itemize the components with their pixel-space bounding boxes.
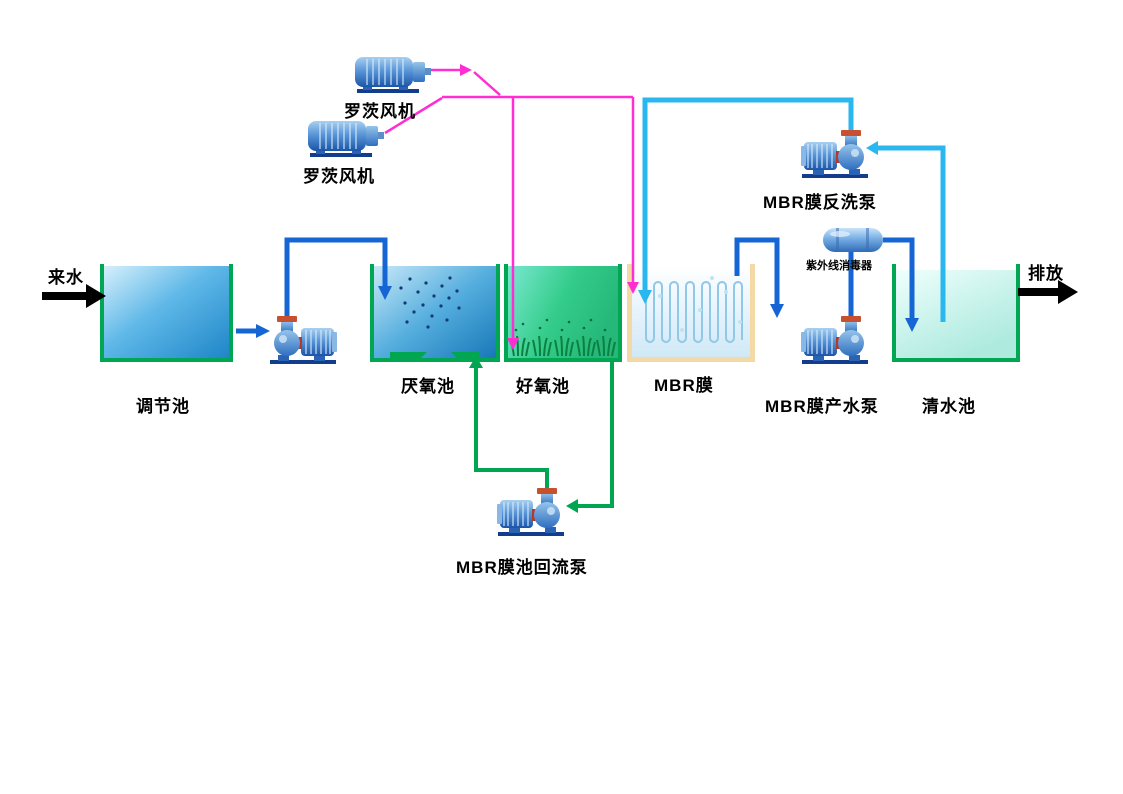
anaerobic-solids-specks: [399, 276, 461, 329]
label-mbr-membrane: MBR膜: [654, 376, 714, 395]
label-regulating-tank: 调节池: [136, 397, 190, 416]
green-return-pipes: [474, 360, 614, 508]
label-roots-blower-bottom: 罗茨风机: [303, 167, 375, 186]
roots-blower-top: [354, 56, 432, 94]
magenta-air-pipes: [384, 68, 635, 338]
incoming-water-arrow: [42, 284, 106, 308]
label-incoming-water: 来水: [48, 268, 84, 287]
aerobic-tank: [504, 264, 622, 362]
label-mbr-product-pump: MBR膜产水泵: [765, 397, 879, 416]
pipe-uv-to-clearwater: [883, 237, 915, 318]
cyan-arrowheads: [638, 141, 878, 304]
mbr-backwash-pump: [800, 129, 869, 179]
mbr-membrane-tank: [627, 264, 755, 362]
pipe-mbr-permeate: [734, 237, 780, 304]
pipe-blower2-outlet: [384, 96, 443, 135]
clear-water-tank: [892, 264, 1020, 362]
label-mbr-backwash-pump: MBR膜反洗泵: [763, 193, 877, 212]
pipe-junction-diagonal: [473, 71, 501, 96]
pipe-aerobic-to-returnpump: [578, 360, 614, 508]
aerobic-bubbles: [514, 318, 607, 332]
label-clear-water-tank: 清水池: [922, 397, 976, 416]
label-mbr-return-pump: MBR膜池回流泵: [456, 558, 588, 577]
label-discharge: 排放: [1028, 264, 1064, 283]
mbr-bubbles: [658, 276, 742, 332]
pipe-returnpump-to-anaerobic: [474, 368, 549, 488]
roots-blower-bottom: [307, 120, 385, 158]
discharge-arrow: [1018, 280, 1078, 304]
blue-water-pipes: [236, 237, 915, 334]
membrane-element: [645, 281, 743, 343]
anaerobic-tank: [370, 264, 500, 362]
green-arrowheads: [469, 356, 578, 513]
blue-arrowheads: [256, 286, 919, 338]
magenta-arrowheads: [460, 64, 639, 350]
pipe-pump-to-anaerobic: [284, 237, 388, 316]
mbr-return-pump: [496, 487, 565, 537]
label-uv-sterilizer: 紫外线消毒器: [806, 260, 872, 272]
anaerobic-sludge-bar: [390, 352, 480, 359]
pipe-backwash-to-mbr: [642, 97, 854, 290]
uv-sterilizer: [823, 228, 883, 252]
regulating-tank: [100, 264, 233, 362]
feed-pump: [269, 315, 338, 365]
label-anaerobic-tank: 厌氧池: [401, 377, 455, 396]
label-roots-blower-top: 罗茨风机: [344, 102, 416, 121]
pipe-clearwater-to-backwashpump: [878, 145, 946, 322]
cyan-backwash-pipes: [642, 97, 946, 322]
label-aerobic-tank: 好氧池: [516, 377, 570, 396]
mbr-product-pump: [800, 315, 869, 365]
